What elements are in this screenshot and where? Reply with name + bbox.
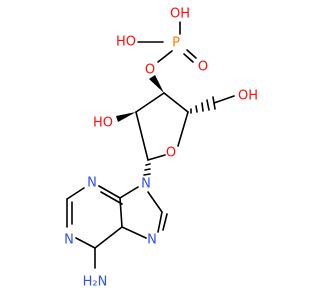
bond-c4p-n3-inner bbox=[100, 191, 123, 205]
hash-c4-c5 bbox=[190, 96, 216, 114]
bond-o-ring-c1 bbox=[147, 154, 166, 161]
label-o-double: O bbox=[198, 60, 208, 75]
bond-n1-c6p bbox=[75, 237, 96, 249]
label-oh-c5: OH bbox=[238, 89, 258, 104]
bond-p-o-double-b bbox=[183, 53, 194, 63]
molecule-structure: HO OH P O O HO OH O N N N N H₂N bbox=[64, 7, 258, 290]
label-ho-p1: HO bbox=[116, 35, 136, 50]
label-phosphorus: P bbox=[172, 36, 180, 51]
bond-c4p-n3 bbox=[98, 185, 121, 199]
label-n7: N bbox=[147, 233, 157, 248]
bond-c2-c3 bbox=[135, 92, 165, 113]
label-n3: N bbox=[87, 176, 97, 191]
hash-c1-n9 bbox=[143, 163, 151, 176]
label-oh-p2: OH bbox=[170, 7, 190, 22]
bond-c8-n7-inner bbox=[162, 213, 168, 231]
label-o-bridge: O bbox=[145, 63, 155, 78]
bond-n7-c5p bbox=[121, 226, 147, 239]
bond-p-o-double-a bbox=[186, 49, 197, 59]
bond-c6p-c5p bbox=[94, 226, 123, 249]
bond-n3-c2p bbox=[66, 187, 85, 200]
bond-c5-o bbox=[213, 95, 235, 104]
bond-c1-c2 bbox=[135, 111, 149, 161]
bond-c3-c4 bbox=[163, 92, 189, 113]
label-ho-c2: HO bbox=[93, 116, 113, 131]
label-h2n: H₂N bbox=[83, 275, 108, 290]
bond-c4p-n9 bbox=[119, 186, 139, 199]
label-o-ring: O bbox=[166, 146, 176, 161]
label-n9: N bbox=[141, 177, 151, 192]
molecule-drawing: HO OH P O O HO OH O N N N N H₂N bbox=[64, 7, 258, 290]
wedge-c3-o bbox=[149, 75, 164, 93]
wedge-c2-oh bbox=[116, 112, 136, 122]
label-n1: N bbox=[64, 233, 74, 248]
bond-p-o-bridge bbox=[157, 50, 173, 63]
bond-n9-c8 bbox=[147, 191, 163, 213]
bond-c8-n7 bbox=[157, 211, 163, 233]
bond-c4-o-ring bbox=[177, 111, 189, 147]
